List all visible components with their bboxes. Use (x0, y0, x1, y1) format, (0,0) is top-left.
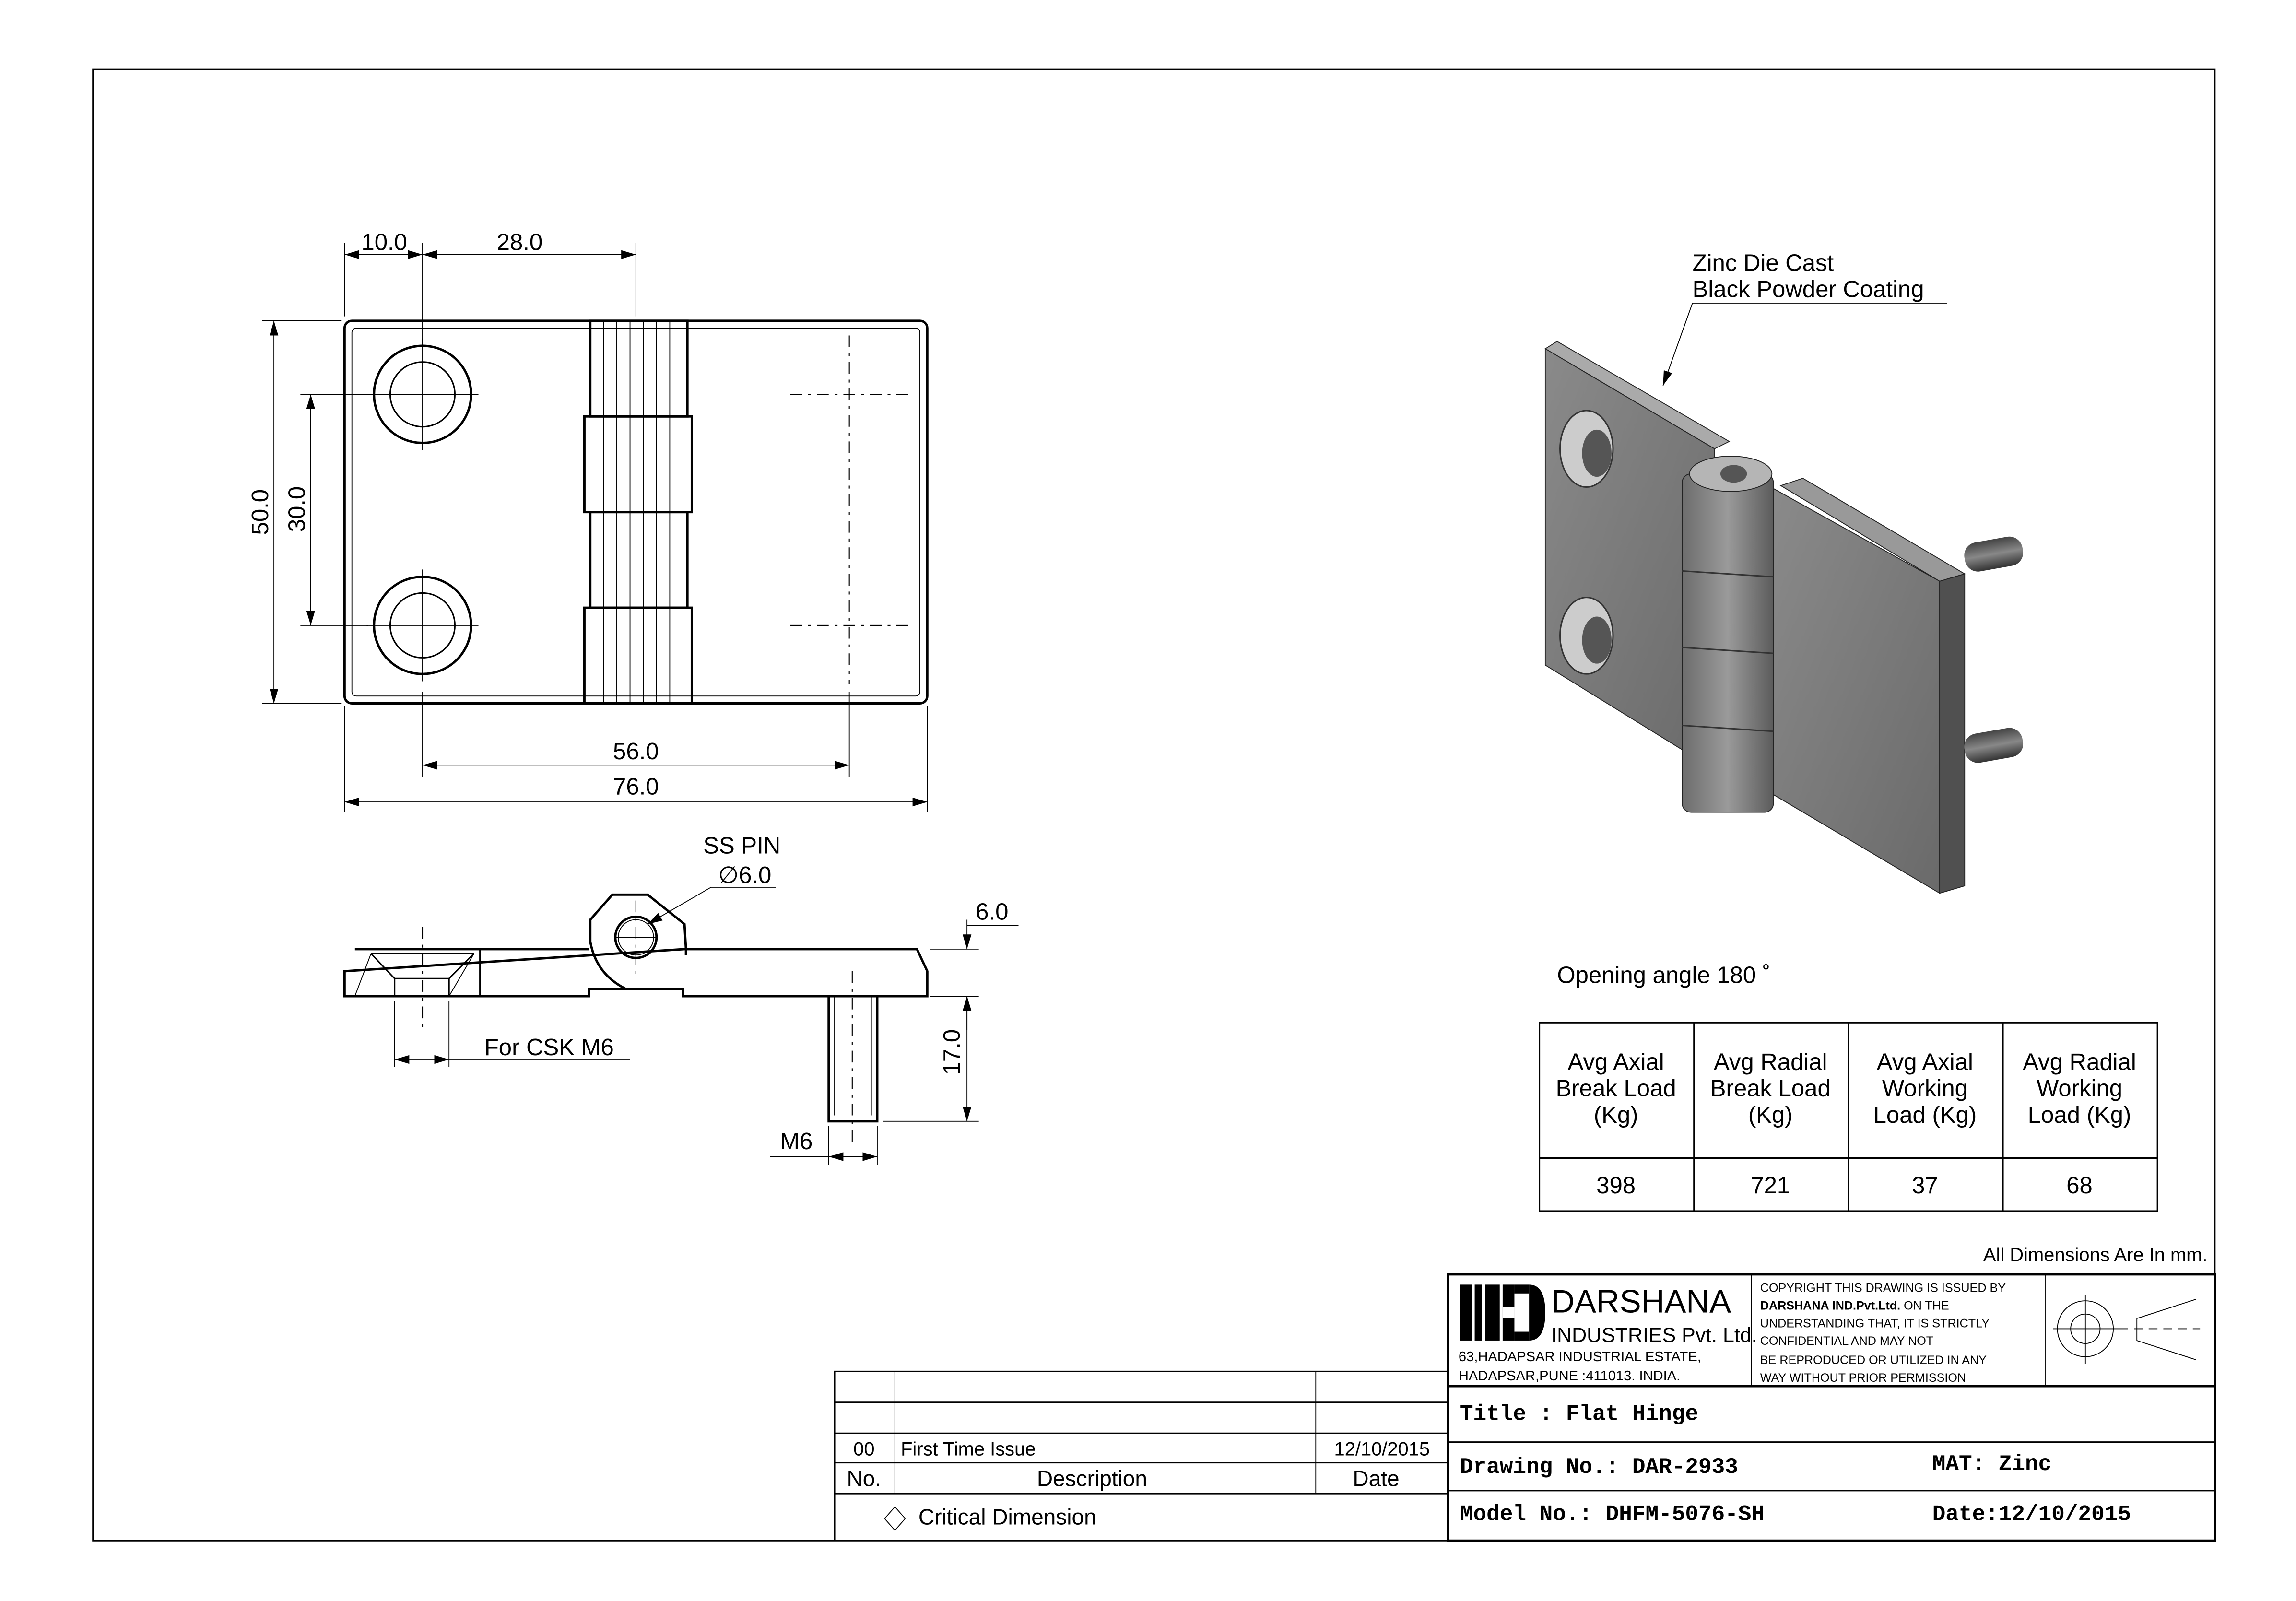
revision-description: First Time Issue (901, 1438, 1036, 1460)
col-header: Avg Radial (2023, 1049, 2136, 1075)
drawing-number: Drawing No.: DAR-2933 (1460, 1455, 1738, 1480)
load-table: Avg Axial Break Load (Kg) Avg Radial Bre… (1539, 1022, 2158, 1212)
dim-stud-length: 17.0 (939, 1029, 965, 1075)
company-subname: INDUSTRIES Pvt. Ltd. (1551, 1324, 1757, 1347)
top-view: 10.0 28.0 50.0 30.0 56.0 76.0 (247, 230, 929, 812)
csk-label: For CSK M6 (484, 1035, 614, 1060)
projection-symbol-icon (2053, 1295, 2201, 1365)
copyright-line: ON THE (1900, 1299, 1949, 1313)
dim-30: 30.0 (284, 486, 310, 532)
table-cell: 721 (1751, 1173, 1790, 1199)
col-header: Avg Axial (1568, 1049, 1664, 1075)
copyright-line: DARSHANA IND.Pvt.Ltd. ON THE (1760, 1299, 1949, 1313)
col-header: Avg Axial (1877, 1049, 1973, 1075)
units-note: All Dimensions Are In mm. (1983, 1244, 2208, 1265)
col-header: (Kg) (1594, 1102, 1638, 1128)
revision-no: 00 (853, 1438, 874, 1460)
table-cell: 398 (1596, 1173, 1636, 1199)
isometric-render: Zinc Die Cast Black Powder Coating Openi… (1544, 250, 2024, 988)
sheet-border (92, 68, 2216, 1542)
header-description: Description (1037, 1466, 1147, 1491)
drawing-date: Date:12/10/2015 (1932, 1502, 2131, 1527)
col-header: Avg Radial (1714, 1049, 1827, 1075)
col-header: Working (2037, 1076, 2122, 1102)
copyright-line: UNDERSTANDING THAT, IT IS STRICTLY (1760, 1317, 1990, 1330)
table-cell: 68 (2066, 1173, 2093, 1199)
address-line2: HADAPSAR,PUNE :411013. INDIA. (1459, 1368, 1680, 1384)
dim-thickness: 6.0 (976, 899, 1008, 925)
stud-hidden-centerlines (790, 335, 908, 684)
diamond-icon (884, 1506, 906, 1531)
copyright-line: BE REPRODUCED OR UTILIZED IN ANY (1760, 1354, 1987, 1367)
revision-table: 00 First Time Issue 12/10/2015 No. Descr… (834, 1370, 1448, 1541)
company-logo (1460, 1284, 1545, 1341)
material-note-line2: Black Powder Coating (1693, 277, 1924, 303)
dim-56: 56.0 (613, 739, 659, 765)
col-header: Load (Kg) (2028, 1102, 2131, 1128)
copyright-line: WAY WITHOUT PRIOR PERMISSION (1760, 1371, 1966, 1385)
material: MAT: Zinc (1932, 1452, 2052, 1477)
stud-side (827, 971, 879, 1148)
col-header: (Kg) (1748, 1102, 1793, 1128)
countersink-section (354, 927, 481, 1030)
revision-date: 12/10/2015 (1334, 1438, 1430, 1460)
dim-28: 28.0 (497, 230, 543, 256)
ss-pin-label: SS PIN (703, 833, 780, 859)
pin-diameter: ∅6.0 (718, 862, 771, 888)
dim-76: 76.0 (613, 774, 659, 800)
dim-10: 10.0 (361, 230, 407, 256)
copyright-line: CONFIDENTIAL AND MAY NOT (1760, 1334, 1933, 1348)
side-view: SS PIN ∅6.0 6.0 17.0 M6 For CSK M6 (343, 833, 1019, 1165)
title-block: DARSHANA INDUSTRIES Pvt. Ltd. 63,HADAPSA… (1447, 1273, 2216, 1542)
knuckle-top (583, 319, 693, 705)
opening-angle: Opening angle 180 ˚ (1557, 962, 1770, 988)
col-header: Break Load (1556, 1076, 1676, 1102)
material-note-line1: Zinc Die Cast (1693, 250, 1834, 276)
col-header: Load (Kg) (1873, 1102, 1977, 1128)
col-header: Break Load (1710, 1076, 1831, 1102)
header-date: Date (1353, 1466, 1399, 1491)
drawing-title: Title : Flat Hinge (1460, 1402, 1698, 1427)
dim-50: 50.0 (247, 489, 273, 535)
copyright-company: DARSHANA IND.Pvt.Ltd. (1760, 1299, 1900, 1313)
table-cell: 37 (1912, 1173, 1938, 1199)
critical-dimension-legend: Critical Dimension (918, 1504, 1096, 1529)
company-name: DARSHANA (1551, 1284, 1731, 1320)
header-no: No. (847, 1466, 882, 1491)
copyright-line: COPYRIGHT THIS DRAWING IS ISSUED BY (1760, 1282, 2006, 1295)
col-header: Working (1882, 1076, 1968, 1102)
knuckle-side (589, 893, 687, 990)
dim-m6: M6 (780, 1129, 812, 1154)
model-number: Model No.: DHFM-5076-SH (1460, 1502, 1765, 1527)
address-line1: 63,HADAPSAR INDUSTRIAL ESTATE, (1459, 1349, 1701, 1365)
